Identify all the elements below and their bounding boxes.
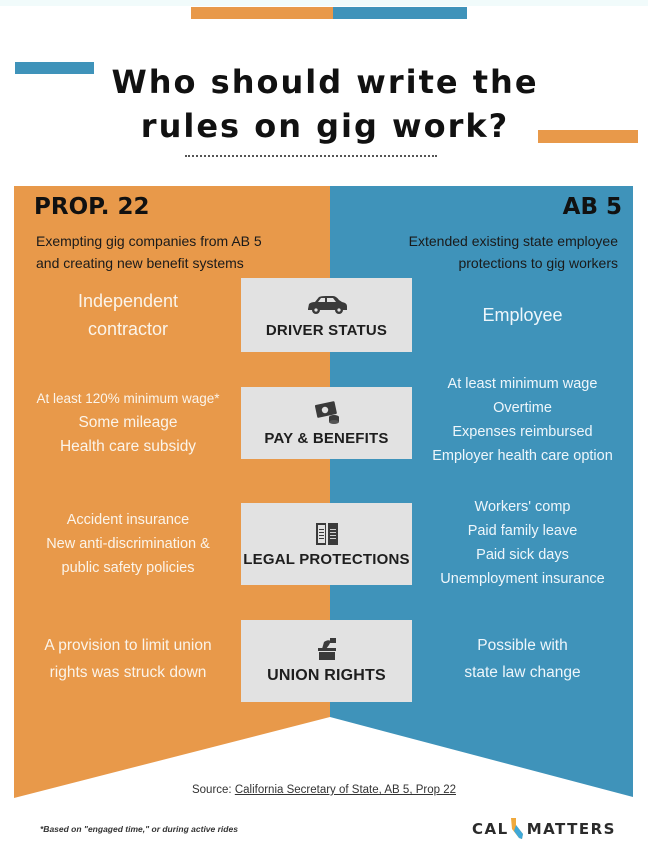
source-label: Source:	[191, 784, 235, 796]
category-driver-status: DRIVER STATUS	[241, 278, 412, 352]
source-citation: Source: California Secretary of State, A…	[0, 784, 648, 796]
cell-line: Independent	[77, 291, 179, 311]
cell-line: contractor	[87, 319, 169, 339]
category-pay-benefits: PAY & BENEFITS	[241, 387, 412, 459]
cell-line: Employer health care option	[432, 448, 613, 464]
cell-line: At least 120% minimum wage*	[36, 391, 220, 406]
prop22-heading: PROP. 22	[34, 194, 150, 220]
ab5-subtitle: Extended existing state employee protect…	[338, 230, 618, 274]
ab5-union-rights: Possible with state law change	[412, 632, 633, 686]
source-link[interactable]: California Secretary of State, AB 5, Pro…	[234, 784, 456, 796]
ballot-box-icon	[317, 638, 336, 660]
category-label: PAY & BENEFITS	[264, 429, 389, 447]
logo-text-matters: MATTERS	[526, 820, 616, 838]
category-legal-protections: LEGAL PROTECTIONS	[241, 503, 412, 585]
footnote: *Based on "engaged time," or during acti…	[40, 824, 238, 834]
ab5-legal-protections: Workers' comp Paid family leave Paid sic…	[412, 490, 633, 596]
category-label: DRIVER STATUS	[265, 321, 388, 339]
page-title: Who should write the rules on gig work?	[90, 60, 560, 148]
cell-line: state law change	[464, 664, 581, 681]
cell-line: New anti-discrimination &	[46, 536, 210, 552]
ab5-driver-status: Employee	[412, 300, 633, 330]
prop22-legal-protections: Accident insurance New anti-discriminati…	[14, 506, 242, 582]
cell-line: Some mileage	[78, 414, 178, 431]
cell-line: Unemployment insurance	[440, 571, 605, 587]
cell-line: public safety policies	[61, 560, 195, 576]
decorative-bar-blue-left	[15, 62, 94, 74]
cell-line: Health care subsidy	[59, 438, 197, 455]
prop22-union-rights: A provision to limit union rights was st…	[14, 632, 242, 686]
money-icon	[314, 400, 339, 424]
california-icon	[510, 818, 523, 839]
decorative-bar-orange-top	[191, 7, 333, 19]
ab5-heading: AB 5	[562, 194, 622, 220]
ab5-pay-benefits: At least minimum wage Overtime Expenses …	[412, 368, 633, 472]
cell-line: Paid family leave	[467, 523, 578, 539]
logo-text-cal: CAL	[472, 820, 509, 838]
top-band	[0, 0, 648, 6]
category-union-rights: UNION RIGHTS	[241, 620, 412, 702]
category-label: LEGAL PROTECTIONS	[243, 550, 410, 568]
cell-line: At least minimum wage	[447, 376, 598, 392]
cell-line: A provision to limit union	[44, 637, 212, 654]
ab5-subtitle-line-1: Extended existing state employee	[408, 233, 618, 249]
title-line-2: rules on gig work?	[140, 107, 510, 145]
cell-line: Expenses reimbursed	[452, 424, 593, 440]
cell-line: Accident insurance	[66, 512, 190, 528]
title-line-1: Who should write the	[111, 63, 539, 101]
cell-line: Employee	[482, 305, 563, 325]
decorative-bar-blue-top	[333, 7, 467, 19]
cell-line: Paid sick days	[476, 547, 569, 563]
cell-line: Overtime	[493, 400, 552, 416]
ab5-subtitle-line-2: protections to gig workers	[458, 255, 618, 271]
prop22-pay-benefits: At least 120% minimum wage* Some mileage…	[14, 386, 242, 460]
prop22-subtitle: Exempting gig companies from AB 5 and cr…	[36, 230, 296, 274]
cell-line: rights was struck down	[49, 664, 207, 681]
decorative-bar-orange-right	[538, 130, 638, 143]
title-divider	[185, 155, 437, 157]
prop22-subtitle-line-2: and creating new benefit systems	[36, 255, 244, 271]
prop22-subtitle-line-1: Exempting gig companies from AB 5	[36, 233, 262, 249]
prop22-driver-status: Independent contractor	[14, 286, 242, 344]
book-icon	[315, 522, 338, 545]
cell-line: Workers' comp	[474, 499, 571, 515]
calmatters-logo: CAL MATTERS	[472, 818, 616, 840]
car-icon	[307, 295, 347, 314]
category-label: UNION RIGHTS	[267, 667, 386, 684]
cell-line: Possible with	[477, 637, 568, 654]
